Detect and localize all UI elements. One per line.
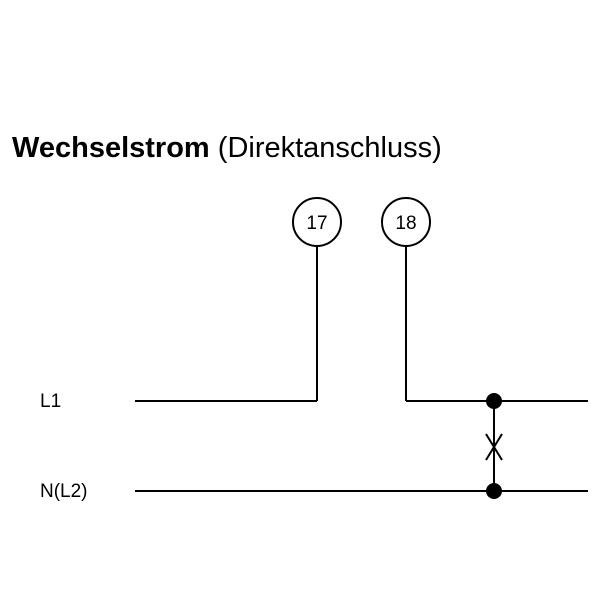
- junction-dot-n: [486, 483, 502, 499]
- title-main: Wechselstrom: [12, 132, 210, 164]
- line-label-n: N(L2): [40, 481, 88, 502]
- line-label-l1: L1: [40, 391, 62, 412]
- title-sub: (Direktanschluss): [217, 132, 442, 164]
- diagram-title: Wechselstrom (Direktanschluss): [12, 132, 442, 165]
- bridge-cut-mark-b: [485, 433, 503, 461]
- junction-dot-l1: [486, 393, 502, 409]
- terminal-18-circle: [381, 197, 431, 247]
- terminal-18-number: 18: [395, 213, 416, 234]
- terminal-17-circle: [292, 197, 342, 247]
- terminal-17-number: 17: [306, 213, 327, 234]
